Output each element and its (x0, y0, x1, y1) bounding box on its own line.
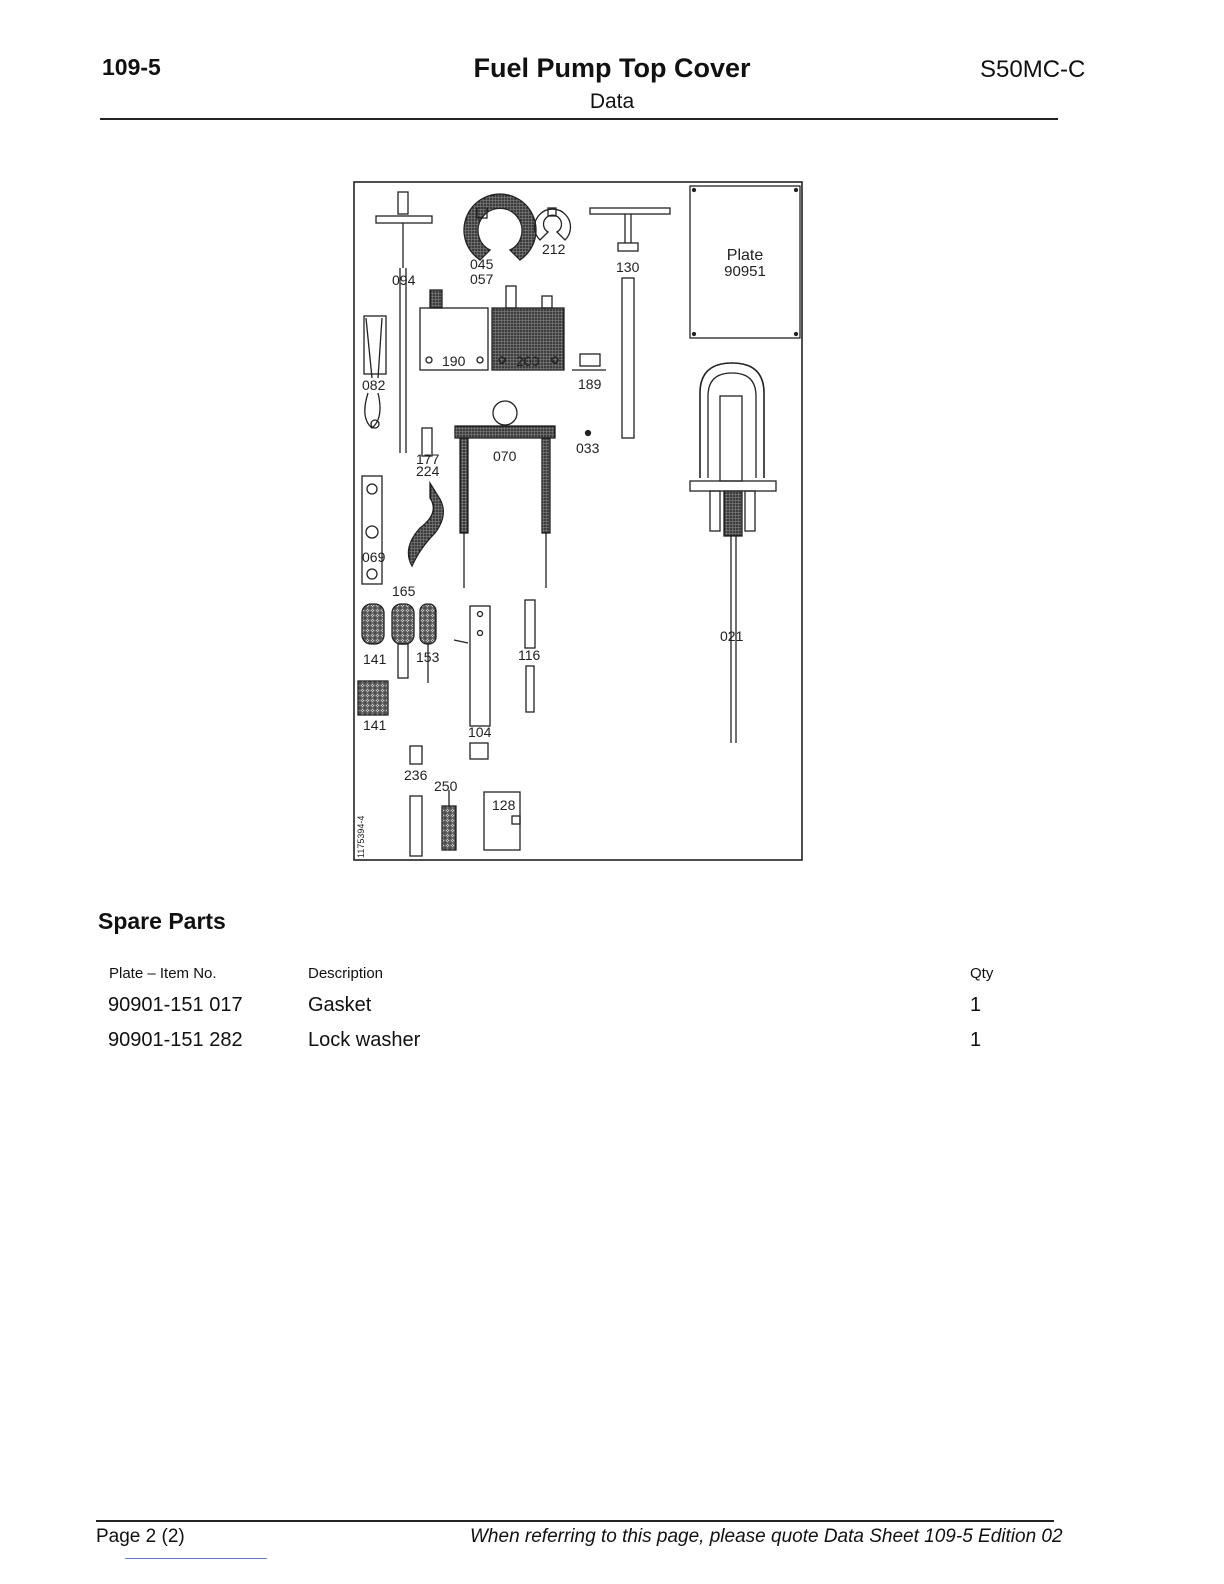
page-number: Page 2 (2) (96, 1526, 185, 1547)
header-divider (100, 118, 1058, 120)
callout-236: 236 (404, 767, 428, 783)
item-description: Gasket (308, 994, 372, 1016)
plate-label-box: Plate 90951 (689, 185, 801, 339)
tool-070 (454, 400, 556, 588)
tool-082 (363, 315, 387, 429)
callout-094: 094 (392, 272, 416, 288)
column-header-description: Description (308, 965, 384, 982)
tool-033 (584, 429, 592, 437)
item-number: 90901-151 017 (108, 994, 243, 1016)
callout-141-bottom: 141 (363, 717, 387, 733)
item-quantity: 1 (970, 1029, 982, 1051)
callout-200: 200 (516, 353, 540, 369)
tool-177-224 (407, 427, 444, 568)
footer-stub-line (125, 1558, 267, 1559)
tool-116 (524, 599, 536, 713)
engine-type: S50MC-C (980, 56, 1086, 83)
callout-033: 033 (576, 440, 600, 456)
callout-069: 069 (362, 549, 386, 565)
tool-104 (453, 605, 491, 760)
page-title: Fuel Pump Top Cover (473, 53, 751, 83)
callout-116: 116 (518, 647, 541, 663)
footer-divider (96, 1520, 1054, 1522)
tool-212 (533, 207, 572, 241)
callout-045: 045 (470, 256, 494, 272)
item-quantity: 1 (970, 994, 982, 1016)
tool-200 (491, 285, 565, 371)
tool-094 (375, 191, 433, 453)
tool-165 (361, 603, 437, 683)
tool-130 (589, 207, 671, 439)
item-description: Lock washer (308, 1029, 421, 1051)
callout-130: 130 (616, 259, 640, 275)
plate-number: 90951 (724, 263, 766, 280)
tool-021 (689, 362, 777, 743)
callout-labels: 094 045 057 212 130 082 190 200 189 177 … (362, 241, 744, 813)
tool-190 (419, 289, 489, 371)
callout-104: 104 (468, 724, 492, 740)
tool-141-block (357, 680, 389, 716)
footer-note: When referring to this page, please quot… (470, 1526, 1063, 1547)
callout-165: 165 (392, 583, 416, 599)
callout-082: 082 (362, 377, 386, 393)
page-subtitle: Data (589, 90, 635, 113)
spare-parts-heading: Spare Parts (98, 908, 226, 934)
callout-021: 021 (720, 628, 744, 644)
callout-128: 128 (492, 797, 516, 813)
callout-153: 153 (416, 649, 440, 665)
tool-069 (361, 475, 383, 585)
callout-212: 212 (542, 241, 566, 257)
callout-250: 250 (434, 778, 458, 794)
column-header-item: Plate – Item No. (109, 965, 217, 982)
tool-128 (483, 791, 521, 851)
callout-189: 189 (578, 376, 602, 392)
tool-045-057 (463, 193, 537, 261)
callout-141-top: 141 (363, 651, 387, 667)
callout-057: 057 (470, 271, 494, 287)
plate-frame (353, 181, 803, 861)
section-number: 109-5 (102, 54, 161, 80)
tool-189 (572, 353, 606, 371)
plate-label: Plate (727, 247, 764, 264)
callout-177: 177 (416, 451, 440, 467)
column-header-qty: Qty (970, 965, 994, 982)
callout-070: 070 (493, 448, 517, 464)
callout-224: 224 (416, 463, 440, 479)
item-number: 90901-151 282 (108, 1029, 243, 1051)
drawing-id: 1175394-4 (356, 816, 366, 858)
tool-plate-figure: Plate 90951 (353, 181, 803, 861)
tool-250 (441, 790, 457, 851)
tool-236 (409, 745, 423, 857)
callout-190: 190 (442, 353, 466, 369)
